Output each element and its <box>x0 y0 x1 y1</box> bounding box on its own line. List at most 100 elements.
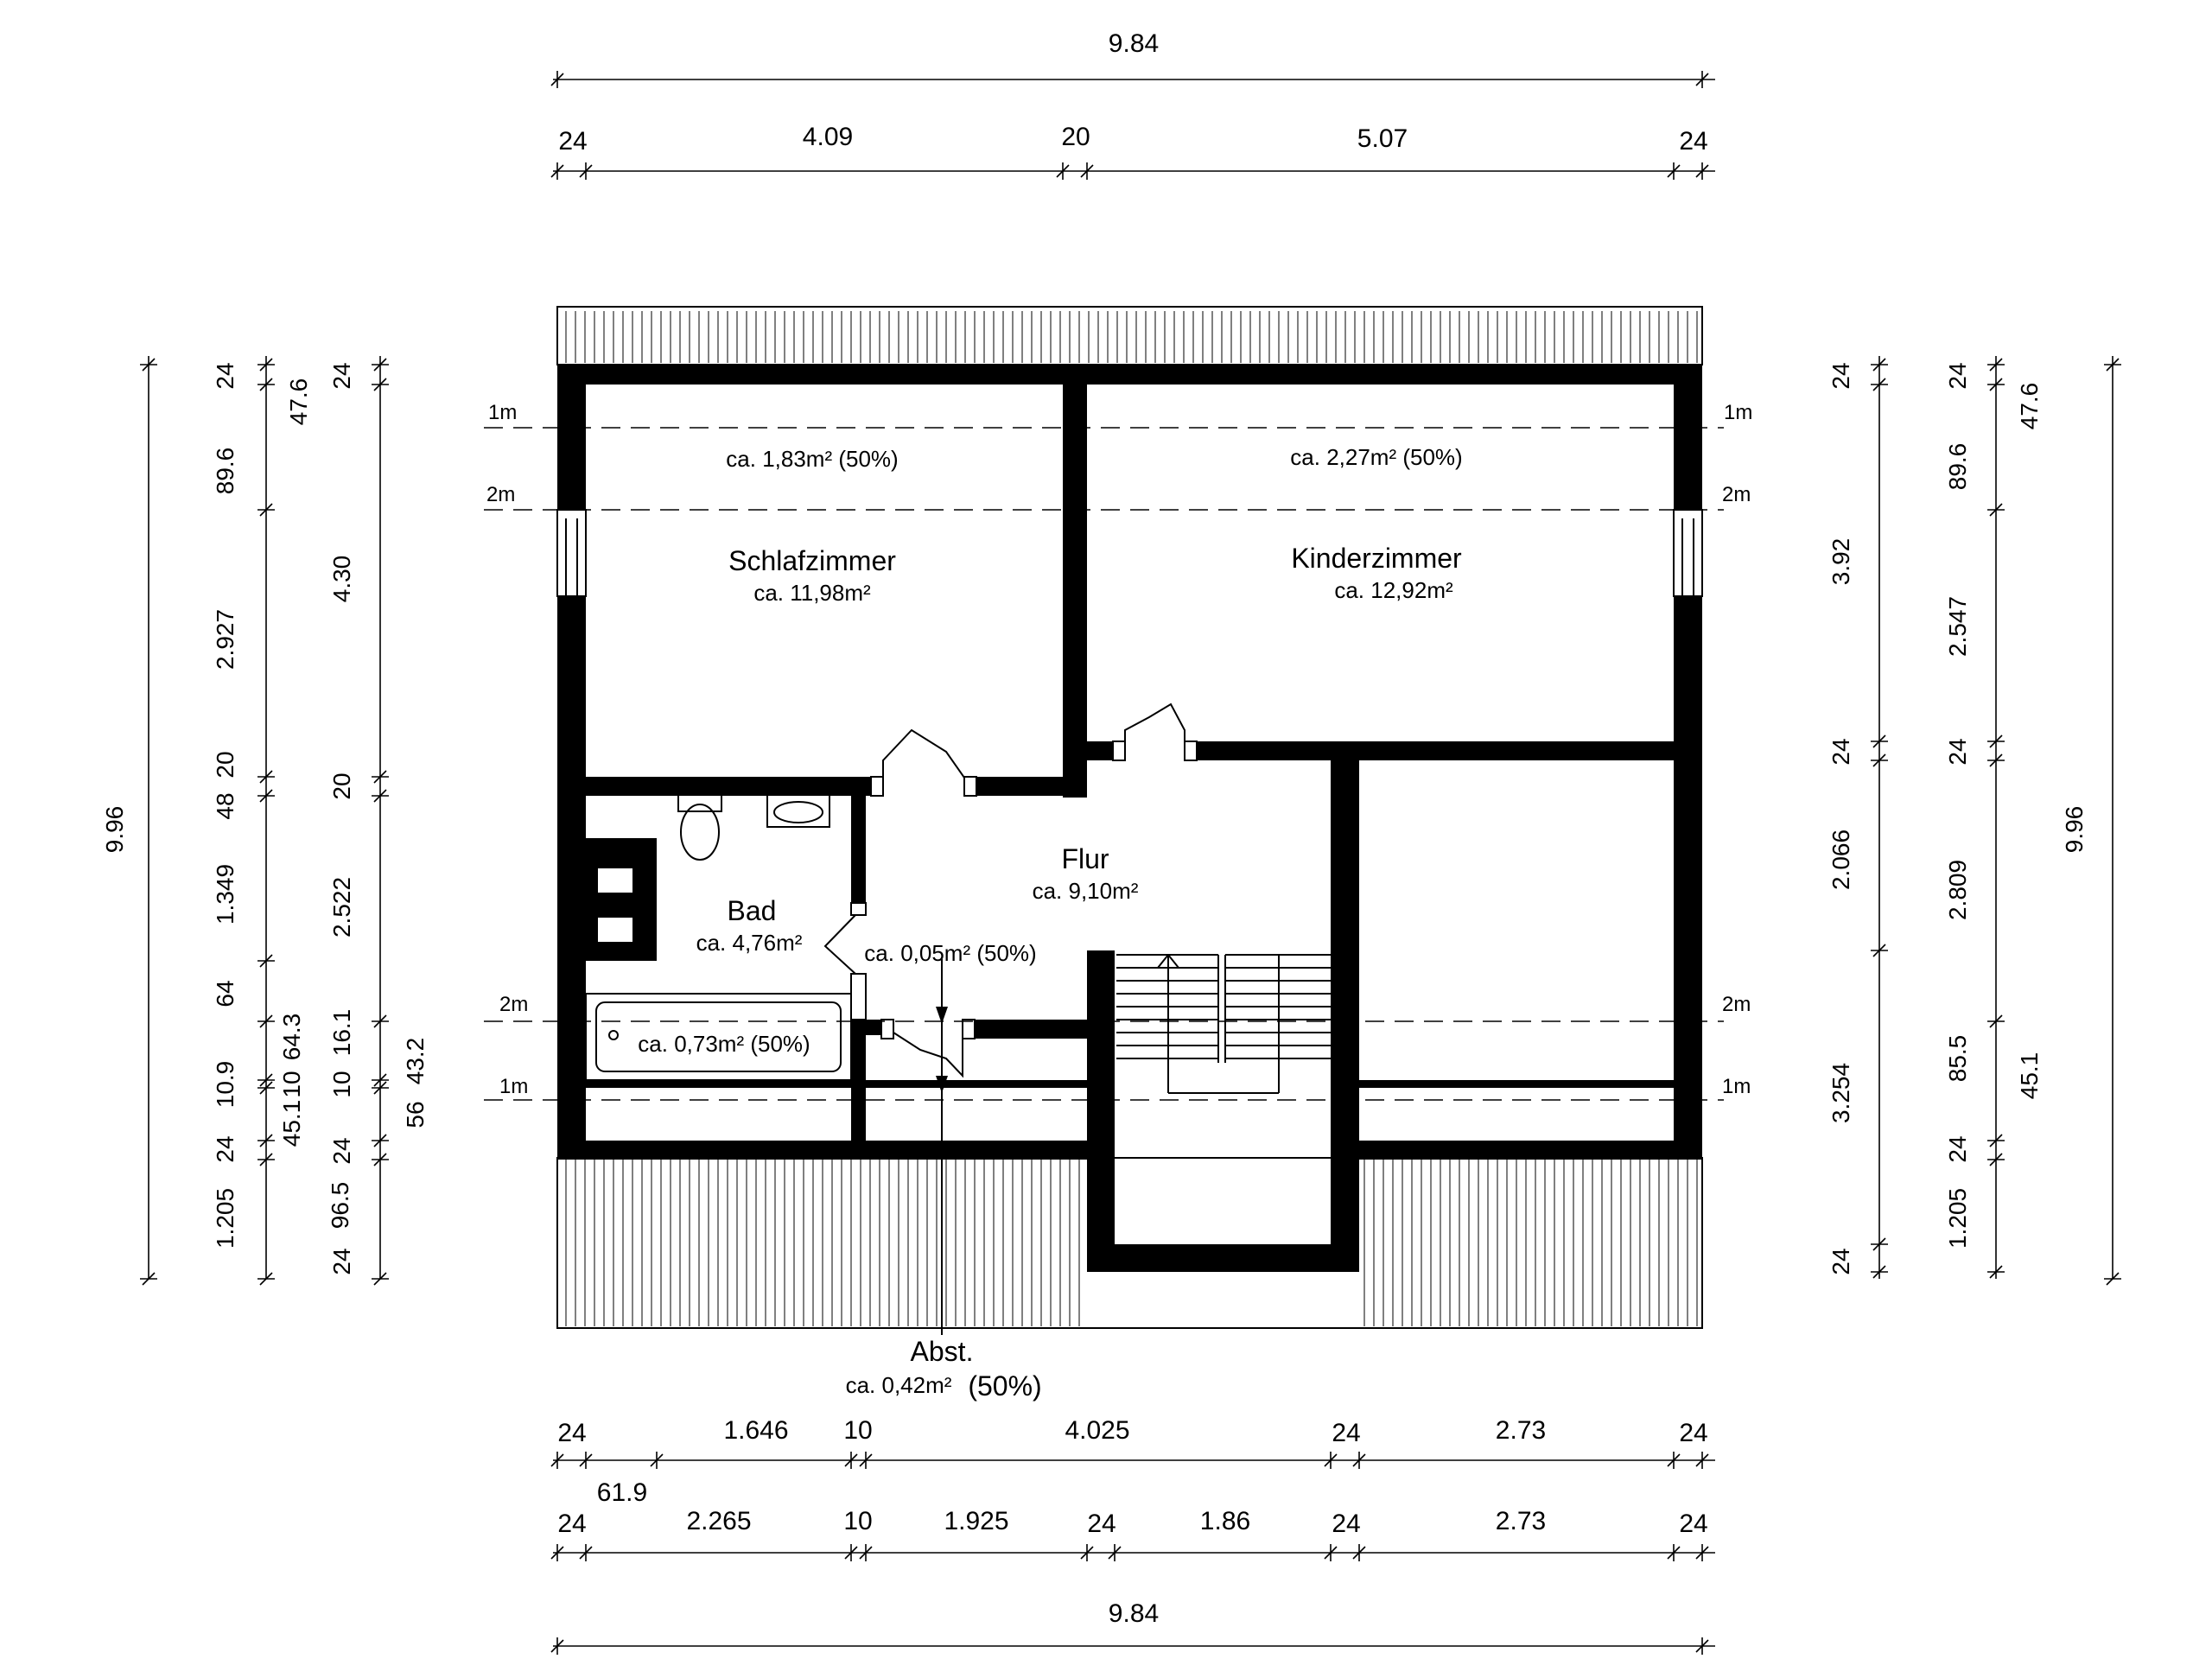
dim-left-c2-5: 20 <box>212 751 238 778</box>
dim-top-seg-5: 24 <box>1679 127 1707 156</box>
kinderzimmer-reduced-area: ca. 2,27m² (50%) <box>1290 444 1462 470</box>
slope-label-2m-right-top: 2m <box>1722 483 1751 506</box>
dim-left-c4-5: 16.1 <box>328 1009 355 1057</box>
dim-right-c2-1: 24 <box>1944 362 1971 389</box>
dim-bottom-r1-6: 2.73 <box>1496 1416 1546 1445</box>
dim-left-c2-9: 24 <box>212 1135 238 1162</box>
dim-bottom-r2-5: 24 <box>1087 1510 1116 1538</box>
bathtub <box>585 993 852 1081</box>
dim-left-c2-4: 48 <box>212 792 238 819</box>
dim-left-c3-2: 64.3 <box>278 1014 305 1061</box>
abst-area: ca. 0,42m² <box>846 1372 952 1398</box>
dim-right-c3-2: 45.1 <box>2016 1052 2043 1100</box>
left-dimensions: 9.96 24 89.6 2.927 48 20 1.349 64 10.9 2… <box>101 362 429 1274</box>
dim-left-c2-7: 64 <box>212 980 238 1007</box>
dim-left-c2-3: 2.927 <box>212 609 238 670</box>
washbasin <box>766 791 830 828</box>
dim-bottom-r2-8: 2.73 <box>1496 1507 1546 1535</box>
roof-hatch-top <box>565 311 1698 363</box>
dim-bottom-overall: 9.84 <box>1109 1599 1159 1628</box>
slope-label-2m-left-bottom: 2m <box>499 993 528 1016</box>
bottom-dimensions: 24 1.646 10 4.025 24 2.73 24 61.9 24 2.2… <box>557 1416 1707 1628</box>
dim-left-c4-3: 20 <box>328 772 355 799</box>
dim-left-c2-8: 10.9 <box>212 1061 238 1109</box>
dim-left-c2-2: 89.6 <box>212 448 238 495</box>
dim-top-overall: 9.84 <box>1109 29 1159 58</box>
dim-right-overall: 9.96 <box>2061 806 2088 854</box>
chimney-flue-1 <box>598 868 632 893</box>
bad-area: ca. 4,76m² <box>696 930 803 956</box>
dim-left-c4-6: 10 <box>328 1071 355 1097</box>
door-schlafzimmer <box>870 728 977 797</box>
dim-right-c1-5: 3.254 <box>1827 1063 1854 1123</box>
top-dimensions: 9.84 24 4.09 20 5.07 24 <box>558 29 1707 156</box>
dim-left-overall: 9.96 <box>101 806 128 854</box>
dim-left-c4-2: 4.30 <box>328 556 355 603</box>
dim-right-c3-1: 47.6 <box>2016 383 2043 430</box>
dim-bottom-r2-6: 1.86 <box>1200 1507 1250 1535</box>
dim-bottom-r2-1: 24 <box>557 1510 586 1538</box>
slope-label-2m-right-bottom: 2m <box>1722 993 1751 1016</box>
dim-right-c2-5: 2.809 <box>1944 860 1971 920</box>
stair-arrow <box>1157 954 1169 969</box>
dim-left-c2-6: 1.349 <box>212 864 238 925</box>
dimension-ticks <box>140 71 2121 1655</box>
dim-left-c4-4: 2.522 <box>328 877 355 938</box>
dim-right-c2-4: 24 <box>1944 738 1971 765</box>
dim-bottom-r1-3: 10 <box>843 1416 872 1445</box>
dim-left-c2-1: 24 <box>212 362 238 389</box>
toilet <box>677 791 722 861</box>
schlafzimmer-name: Schlafzimmer <box>728 545 896 576</box>
dim-left-c4-1: 24 <box>328 362 355 389</box>
staircase <box>1116 954 1331 1094</box>
slope-label-1m-right-top: 1m <box>1724 401 1752 424</box>
window-left <box>556 509 587 597</box>
dim-right-c2-3: 2.547 <box>1944 596 1971 657</box>
flur-name: Flur <box>1061 843 1109 874</box>
bad-name: Bad <box>728 895 777 926</box>
dim-left-c5-2: 56 <box>402 1101 429 1128</box>
flur-reduced-area: ca. 0,05m² (50%) <box>864 940 1036 966</box>
dim-bottom-r1-4: 4.025 <box>1065 1416 1129 1445</box>
walls <box>557 365 1702 1272</box>
roof-eave-top <box>556 306 1703 365</box>
roof-hatch-bottom <box>565 1160 1698 1326</box>
window-right <box>1673 509 1703 597</box>
dim-bottom-r2-9: 24 <box>1679 1510 1707 1538</box>
dim-right-c2-2: 89.6 <box>1944 443 1971 491</box>
slope-label-2m-left-top: 2m <box>486 483 515 506</box>
dim-left-c3-1: 47.6 <box>285 378 312 426</box>
chimney-flue-2 <box>598 918 632 942</box>
dim-top-seg-4: 5.07 <box>1357 124 1408 153</box>
abst-name: Abst. <box>911 1336 974 1367</box>
dim-left-c3-4: 45.1 <box>278 1100 305 1147</box>
slope-label-1m-right-bottom: 1m <box>1722 1075 1751 1098</box>
dim-right-c1-4: 2.066 <box>1827 830 1854 890</box>
slope-labels: 1m 2m 1m 2m 2m 1m 2m 1m <box>486 401 1752 1098</box>
dim-top-seg-3: 20 <box>1061 123 1090 151</box>
slope-label-1m-left-top: 1m <box>488 401 517 424</box>
dim-top-seg-1: 24 <box>558 127 587 156</box>
dim-bottom-r1-sub: 61.9 <box>597 1478 647 1507</box>
dim-bottom-r1-5: 24 <box>1332 1419 1360 1447</box>
dim-right-c1-3: 24 <box>1827 738 1854 765</box>
dim-right-c1-2: 3.92 <box>1827 538 1854 586</box>
kinderzimmer-name: Kinderzimmer <box>1291 543 1462 574</box>
dim-left-c4-8: 24 <box>328 1248 355 1274</box>
schlafzimmer-area: ca. 11,98m² <box>753 580 871 606</box>
flur-area: ca. 9,10m² <box>1033 878 1139 904</box>
slope-lines <box>484 427 1724 1101</box>
dim-right-c1-1: 24 <box>1827 362 1854 389</box>
dim-bottom-r1-1: 24 <box>557 1419 586 1447</box>
slope-label-1m-left-bottom: 1m <box>499 1075 528 1098</box>
dim-bottom-r2-7: 24 <box>1332 1510 1360 1538</box>
dim-right-c2-7: 24 <box>1944 1135 1971 1162</box>
dim-right-c2-8: 1.205 <box>1944 1188 1971 1249</box>
dimension-lines <box>148 79 2113 1647</box>
abst-percent: (50%) <box>968 1370 1041 1402</box>
dim-top-seg-2: 4.09 <box>803 123 853 151</box>
dim-left-c2-10: 1.205 <box>212 1188 238 1249</box>
schlafzimmer-reduced-area: ca. 1,83m² (50%) <box>726 446 898 472</box>
bad-reduced-area: ca. 0,73m² (50%) <box>638 1031 810 1057</box>
